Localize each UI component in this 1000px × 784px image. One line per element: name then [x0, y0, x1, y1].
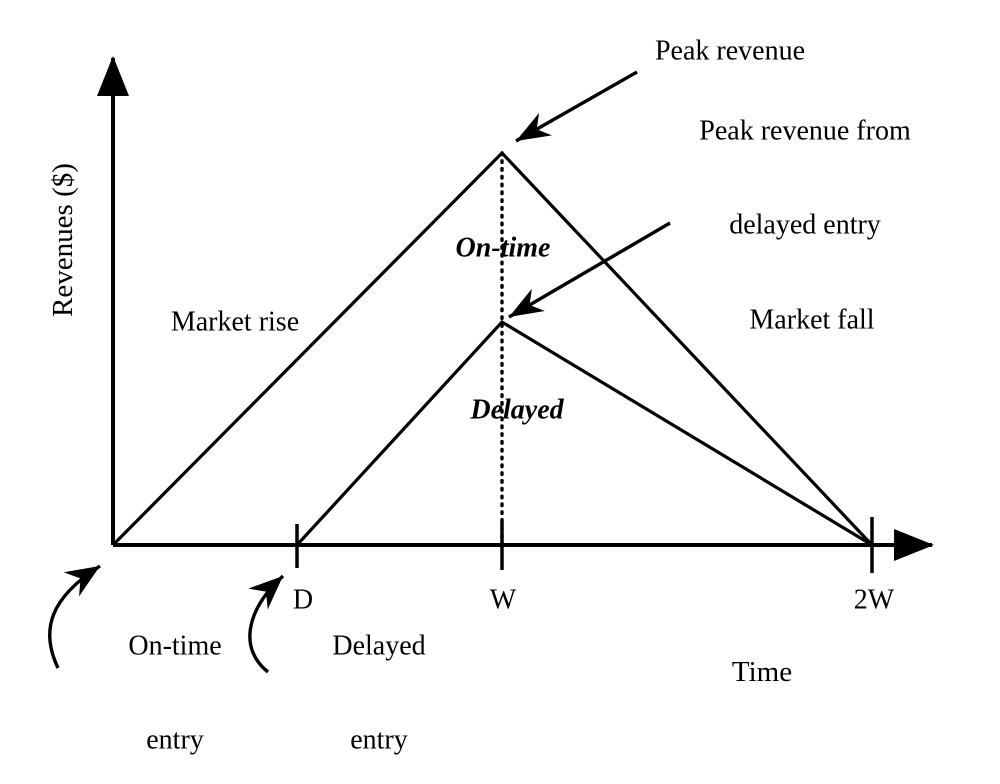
series-line-delayed [295, 319, 873, 547]
label-market-fall: Market fall [749, 304, 875, 336]
series-label-delayed: Delayed [470, 394, 564, 426]
label-market-rise: Market rise [170, 306, 300, 338]
annotation-peak-revenue-delayed-line2: delayed entry [729, 209, 881, 241]
annotation-on-time-entry-line1: On-time [128, 630, 222, 662]
leader-delayed-entry [248, 574, 285, 674]
annotation-delayed-entry-line1: Delayed [332, 630, 426, 662]
x-tick-label-w: W [489, 584, 517, 616]
leader-peak-revenue [515, 70, 638, 143]
annotation-delayed-entry: Delayed entry [332, 568, 425, 784]
annotation-peak-revenue-delayed: Peak revenue from delayed entry [699, 53, 910, 304]
series-label-on-time: On-time [455, 232, 551, 264]
x-tick-label-d: D [292, 584, 314, 616]
annotation-on-time-entry: On-time entry [128, 568, 221, 784]
annotation-peak-revenue: Peak revenue [654, 35, 806, 67]
annotation-delayed-entry-line2: entry [350, 724, 408, 756]
leader-peak-revenue-delayed [508, 221, 671, 319]
annotation-peak-revenue-delayed-line1: Peak revenue from [699, 115, 911, 147]
leader-on-time-entry [48, 564, 101, 669]
x-tick-label-2w: 2W [853, 584, 895, 616]
x-axis-title: Time [731, 655, 793, 688]
annotation-on-time-entry-line2: entry [146, 724, 204, 756]
y-axis-title: Revenues ($) [46, 163, 79, 317]
